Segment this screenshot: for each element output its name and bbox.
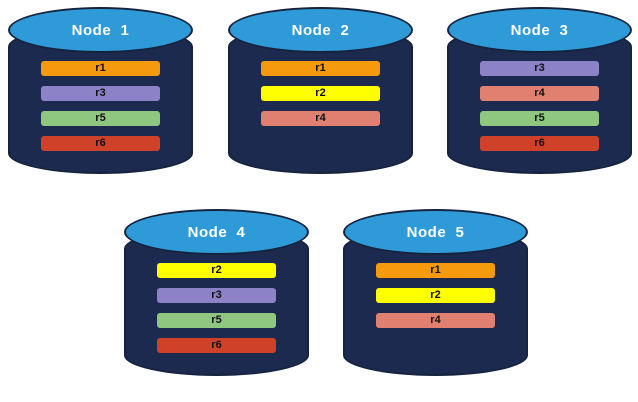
record-label: r6	[95, 137, 106, 149]
record-bar[interactable]: r5	[157, 313, 276, 328]
cylinder-top-disc: Node 1	[8, 7, 193, 53]
node-title: Node 3	[510, 21, 569, 39]
record-label: r2	[315, 87, 326, 99]
record-bar[interactable]: r1	[376, 263, 495, 278]
record-bar[interactable]: r4	[376, 313, 495, 328]
record-label: r5	[534, 112, 545, 124]
record-bar[interactable]: r4	[261, 111, 380, 126]
node-title: Node 1	[71, 21, 130, 39]
record-bar[interactable]: r6	[480, 136, 599, 151]
record-label: r6	[534, 137, 545, 149]
record-bar[interactable]: r2	[376, 288, 495, 303]
cylinder-bottom-shade	[230, 138, 415, 172]
node-title: Node 2	[291, 21, 350, 39]
record-label: r2	[430, 289, 441, 301]
record-bar[interactable]: r6	[157, 338, 276, 353]
record-bar[interactable]: r3	[41, 86, 160, 101]
record-list: r1 r2 r4	[376, 263, 495, 328]
record-bar[interactable]: r3	[157, 288, 276, 303]
record-bar[interactable]: r1	[261, 61, 380, 76]
record-label: r1	[95, 62, 106, 74]
record-label: r1	[315, 62, 326, 74]
record-bar[interactable]: r2	[157, 263, 276, 278]
node-cylinder-5[interactable]: Node 5 r1 r2 r4	[343, 206, 528, 386]
record-label: r4	[430, 314, 441, 326]
record-label: r2	[211, 264, 222, 276]
record-bar[interactable]: r5	[41, 111, 160, 126]
record-bar[interactable]: r2	[261, 86, 380, 101]
record-label: r5	[95, 112, 106, 124]
record-bar[interactable]: r6	[41, 136, 160, 151]
record-bar[interactable]: r5	[480, 111, 599, 126]
node-cylinder-4[interactable]: Node 4 r2 r3 r5 r6	[124, 206, 309, 386]
cylinder-top-disc: Node 2	[228, 7, 413, 53]
record-label: r3	[534, 62, 545, 74]
cylinder-top-disc: Node 5	[343, 209, 528, 255]
record-label: r1	[430, 264, 441, 276]
node-cylinder-3[interactable]: Node 3 r3 r4 r5 r6	[447, 4, 632, 184]
cylinder-bottom-shade	[345, 340, 530, 374]
record-bar[interactable]: r1	[41, 61, 160, 76]
record-list: r1 r3 r5 r6	[41, 61, 160, 151]
record-label: r4	[534, 87, 545, 99]
record-list: r3 r4 r5 r6	[480, 61, 599, 151]
record-label: r5	[211, 314, 222, 326]
cylinder-top-disc: Node 3	[447, 7, 632, 53]
node-title: Node 5	[406, 223, 465, 241]
node-cylinder-2[interactable]: Node 2 r1 r2 r4	[228, 4, 413, 184]
record-label: r6	[211, 339, 222, 351]
record-bar[interactable]: r3	[480, 61, 599, 76]
node-cylinder-1[interactable]: Node 1 r1 r3 r5 r6	[8, 4, 193, 184]
cylinder-top-disc: Node 4	[124, 209, 309, 255]
record-bar[interactable]: r4	[480, 86, 599, 101]
record-label: r3	[211, 289, 222, 301]
record-list: r2 r3 r5 r6	[157, 263, 276, 353]
record-label: r4	[315, 112, 326, 124]
record-list: r1 r2 r4	[261, 61, 380, 126]
record-label: r3	[95, 87, 106, 99]
node-title: Node 4	[187, 223, 246, 241]
